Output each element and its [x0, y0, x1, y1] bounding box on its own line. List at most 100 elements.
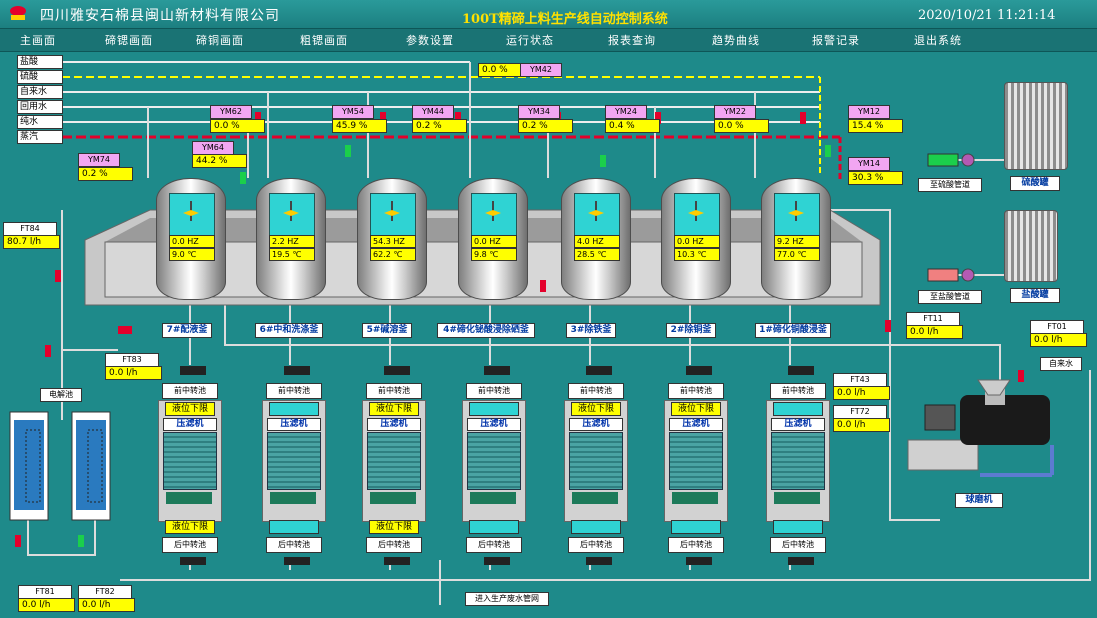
tank-temp: 9.0 ℃	[169, 248, 215, 261]
nav-te-sr[interactable]: 碲锶画面	[105, 34, 153, 47]
sulfuric-acid-tank[interactable]	[1004, 82, 1068, 170]
valve-value: 0.2 %	[78, 167, 133, 181]
hcl-tank[interactable]	[1004, 210, 1058, 282]
valve-icon[interactable]	[345, 145, 351, 157]
nav-main[interactable]: 主画面	[20, 34, 56, 47]
reactor-tank-3[interactable]: 4.0 HZ 28.5 ℃	[561, 178, 631, 300]
motor-icon	[180, 366, 206, 375]
flow-tag[interactable]: FT83	[105, 353, 159, 367]
flow-tag[interactable]: FT82	[78, 585, 132, 599]
reactor-tank-2[interactable]: 0.0 HZ 10.3 ℃	[661, 178, 731, 300]
press-label: 压滤机	[569, 418, 623, 431]
filter-plates	[569, 432, 623, 490]
valve-icon[interactable]	[885, 320, 891, 332]
level-indicator	[773, 520, 823, 534]
back-sump: 后中转池	[668, 537, 724, 553]
flow-tag[interactable]: FT72	[833, 405, 887, 419]
valve-icon[interactable]	[55, 270, 61, 282]
flow-tag[interactable]: FT01	[1030, 320, 1084, 334]
valve-icon[interactable]	[655, 112, 661, 124]
flow-tag[interactable]: FT11	[906, 312, 960, 326]
press-label: 压滤机	[367, 418, 421, 431]
low-level-alarm: 液位下限	[369, 520, 419, 534]
valve-tag[interactable]: YM74	[78, 153, 120, 167]
front-sump: 前中转池	[770, 383, 826, 399]
flow-tag[interactable]: FT43	[833, 373, 887, 387]
flow-tag[interactable]: FT81	[18, 585, 72, 599]
valve-tag[interactable]: YM62	[210, 105, 252, 119]
valve-icon[interactable]	[15, 535, 21, 547]
motor-icon	[284, 366, 310, 375]
valve-tag[interactable]: YM54	[332, 105, 374, 119]
low-level-alarm: 液位下限	[369, 402, 419, 416]
valve-icon[interactable]	[118, 326, 132, 334]
filter-plates	[163, 432, 217, 490]
valve-tag[interactable]: YM34	[518, 105, 560, 119]
nav-te-cu[interactable]: 碲铜画面	[196, 34, 244, 47]
motor-icon	[484, 557, 510, 565]
valve-icon[interactable]	[455, 112, 461, 124]
reactor-tank-6[interactable]: 2.2 HZ 19.5 ℃	[256, 178, 326, 300]
level-indicator	[269, 402, 319, 416]
nav-alarms[interactable]: 报警记录	[812, 34, 860, 47]
input-tap-water: 自来水	[17, 85, 63, 99]
valve-icon[interactable]	[45, 345, 51, 357]
valve-tag[interactable]: YM14	[848, 157, 890, 171]
filter-press-3[interactable]: 前中转池液位下限压滤机后中转池	[564, 366, 628, 565]
valve-value: 45.9 %	[332, 119, 387, 133]
flow-value: 0.0 l/h	[1030, 333, 1087, 347]
tank-temp: 28.5 ℃	[574, 248, 620, 261]
front-sump: 前中转池	[162, 383, 218, 399]
reactor-tank-7[interactable]: 0.0 HZ 9.0 ℃	[156, 178, 226, 300]
nav-reports[interactable]: 报表查询	[608, 34, 656, 47]
valve-icon[interactable]	[255, 112, 261, 124]
valve-icon[interactable]	[78, 535, 84, 547]
reactor-tank-1[interactable]: 9.2 HZ 77.0 ℃	[761, 178, 831, 300]
flow-tag[interactable]: FT84	[3, 222, 57, 236]
filter-press-4[interactable]: 前中转池压滤机后中转池	[462, 366, 526, 565]
tank-name: 2#除铜釜	[666, 323, 716, 338]
motor-icon	[384, 557, 410, 565]
motor-icon	[788, 557, 814, 565]
nav-status[interactable]: 运行状态	[506, 34, 554, 47]
level-indicator	[269, 520, 319, 534]
front-sump: 前中转池	[366, 383, 422, 399]
valve-value: 0.2 %	[518, 119, 573, 133]
filter-press-5[interactable]: 前中转池液位下限压滤机液位下限后中转池	[362, 366, 426, 565]
valve-icon[interactable]	[1018, 370, 1024, 382]
reactor-tank-4[interactable]: 0.0 HZ 9.8 ℃	[458, 178, 528, 300]
filter-press-6[interactable]: 前中转池压滤机后中转池	[262, 366, 326, 565]
level-indicator	[571, 520, 621, 534]
valve-icon[interactable]	[825, 145, 831, 157]
nav-trends[interactable]: 趋势曲线	[712, 34, 760, 47]
press-label: 压滤机	[163, 418, 217, 431]
tank-name: 3#除铁釜	[566, 323, 616, 338]
filter-press-2[interactable]: 前中转池液位下限压滤机后中转池	[664, 366, 728, 565]
valve-tag[interactable]: YM24	[605, 105, 647, 119]
nav-crude-sr[interactable]: 粗锶画面	[300, 34, 348, 47]
valve-tag[interactable]: YM12	[848, 105, 890, 119]
valve-tag[interactable]: YM64	[192, 141, 234, 155]
filter-plates	[467, 432, 521, 490]
valve-icon[interactable]	[540, 280, 546, 292]
tank-temp: 10.3 ℃	[674, 248, 720, 261]
valve-icon[interactable]	[800, 112, 806, 124]
company-name: 四川雅安石棉县闽山新材料有限公司	[40, 8, 280, 24]
valve-icon[interactable]	[240, 172, 246, 184]
valve-tag[interactable]: YM22	[714, 105, 756, 119]
filter-press-7[interactable]: 前中转池液位下限压滤机液位下限后中转池	[158, 366, 222, 565]
valve-tag[interactable]: YM42	[520, 63, 562, 77]
valve-icon[interactable]	[600, 155, 606, 167]
flow-value: 80.7 l/h	[3, 235, 60, 249]
reactor-tank-5[interactable]: 54.3 HZ 62.2 ℃	[357, 178, 427, 300]
valve-tag[interactable]: YM44	[412, 105, 454, 119]
electrolysis-label: 电解池	[40, 388, 82, 402]
flow-value: 0.0 l/h	[105, 366, 162, 380]
tank-hz: 0.0 HZ	[169, 235, 215, 248]
input-reuse-water: 回用水	[17, 100, 63, 114]
nav-exit[interactable]: 退出系统	[914, 34, 962, 47]
valve-icon[interactable]	[380, 112, 386, 124]
filter-press-1[interactable]: 前中转池压滤机后中转池	[766, 366, 830, 565]
agitator-icon	[384, 201, 400, 221]
nav-params[interactable]: 参数设置	[406, 34, 454, 47]
